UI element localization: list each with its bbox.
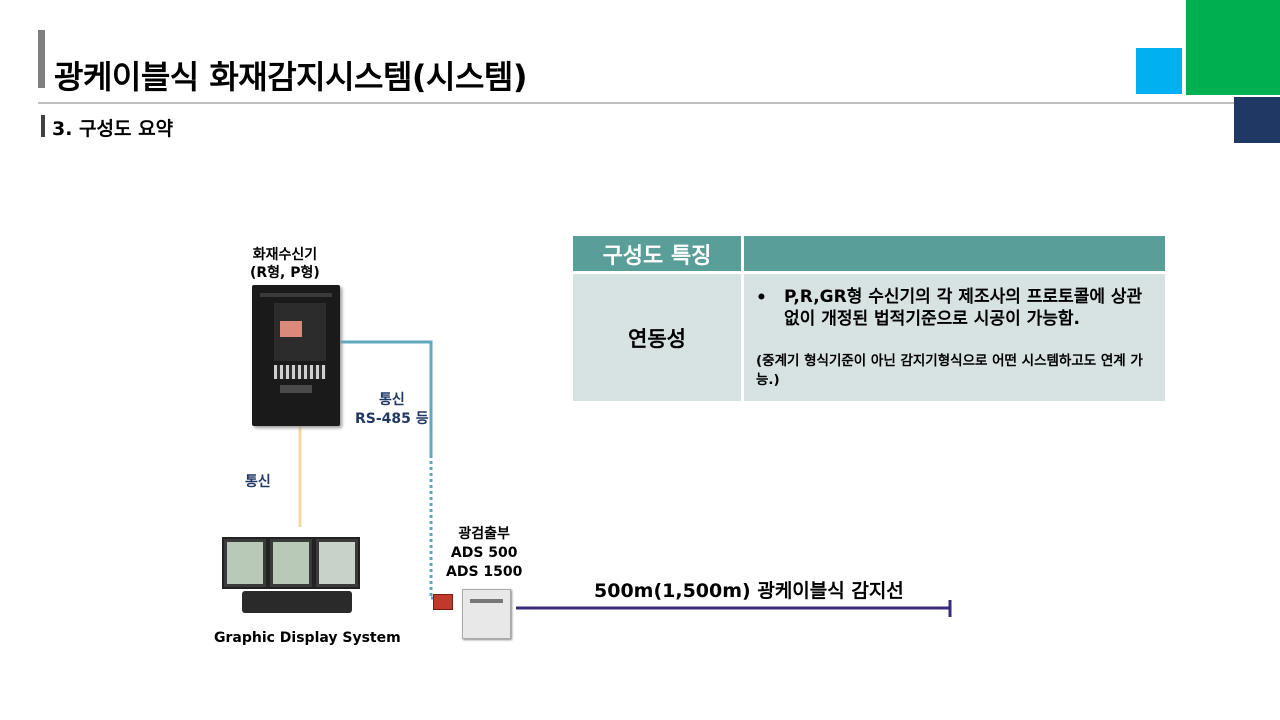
monitor-right — [314, 537, 360, 589]
decor-square-cyan — [1136, 48, 1182, 94]
receiver-control-panel — [274, 303, 326, 361]
monitor-center — [268, 537, 314, 589]
receiver-slot — [280, 385, 312, 393]
gds-label: Graphic Display System — [214, 630, 401, 646]
rs485-comm-line — [340, 340, 433, 455]
rs485-label-line1: 통신 — [378, 392, 405, 408]
note-text: (중계기 형식기준이 아닌 감지기형식으로 어떤 시스템하고도 연계 가능.) — [756, 353, 1143, 388]
ads-slot — [470, 599, 503, 603]
decor-square-navy — [1234, 97, 1280, 143]
control-console — [242, 591, 352, 613]
graphic-display-system — [220, 515, 365, 615]
ads-detector-unit — [462, 589, 511, 639]
bullet-icon: • — [756, 288, 767, 308]
connector-red — [433, 594, 453, 610]
receiver-display-icon — [280, 321, 302, 337]
feature-table: 구성도 특징 연동성 • P,R,GR형 수신기의 각 제조사의 프로토콜에 상… — [573, 236, 1165, 402]
title-divider — [38, 102, 1280, 104]
subtitle-accent-bar — [41, 115, 45, 137]
ads-label-line3: ADS 1500 — [446, 564, 523, 580]
rs485-label: 통신 RS-485 등 — [355, 391, 429, 429]
sensor-line-label: 500m(1,500m) 광케이블식 감지선 — [594, 580, 904, 602]
table-row-label: 연동성 — [573, 274, 741, 401]
monitor-left — [222, 537, 268, 589]
section-subtitle: 3. 구성도 요약 — [52, 118, 174, 140]
title-accent-bar — [38, 30, 45, 88]
table-row-content: • P,R,GR형 수신기의 각 제조사의 프로토콜에 상관없이 개정된 법적기… — [744, 274, 1165, 401]
table-header-feature: 구성도 특징 — [573, 236, 741, 271]
bullet-text: P,R,GR형 수신기의 각 제조사의 프로토콜에 상관없이 개정된 법적기준으… — [784, 287, 1143, 329]
table-header-blank — [744, 236, 1165, 271]
receiver-buttons — [274, 365, 326, 379]
receiver-label-line1: 화재수신기 — [252, 247, 318, 263]
comm-left-label: 통신 — [245, 474, 271, 490]
decor-square-green — [1186, 0, 1280, 95]
ads-label: 광검출부 ADS 500 ADS 1500 — [446, 525, 522, 582]
rs485-label-line2: RS-485 등 — [355, 411, 429, 427]
fire-receiver-panel — [252, 285, 340, 426]
page-title: 광케이블식 화재감지시스템(시스템) — [54, 58, 528, 96]
ads-label-line1: 광검출부 — [458, 526, 510, 542]
receiver-top-strip — [260, 293, 332, 297]
ads-label-line2: ADS 500 — [450, 545, 518, 561]
receiver-label-line2: (R형, P형) — [250, 265, 320, 281]
receiver-label: 화재수신기 (R형, P형) — [250, 246, 320, 282]
